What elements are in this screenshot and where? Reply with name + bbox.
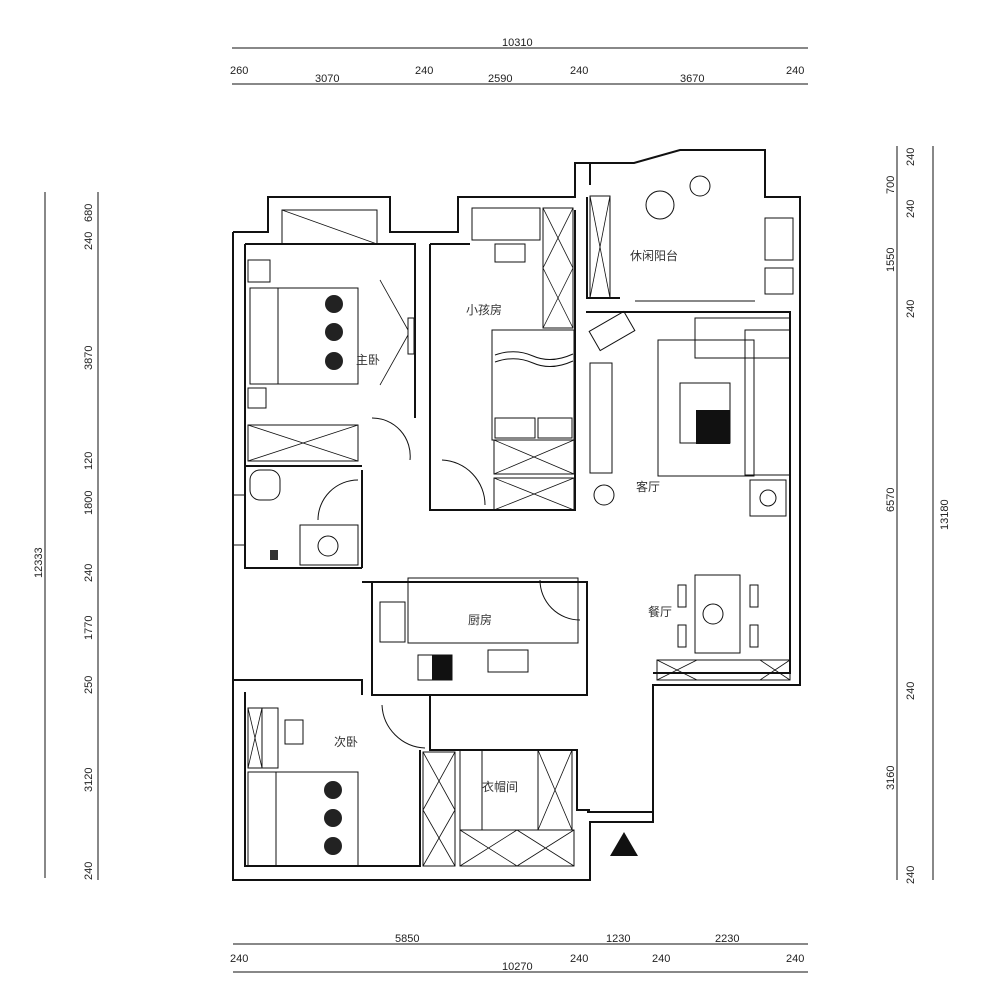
dim-right-seg: 240 [905,200,917,218]
dim-top-seg: 2590 [488,73,512,85]
dim-left-seg: 240 [83,564,95,582]
dim-left-seg: 3120 [83,768,95,792]
top-dimensions: 10310 260 3070 240 2590 240 3670 240 [230,37,808,85]
dim-bottom-seg: 2230 [715,933,739,945]
dim-right-seg: 240 [905,866,917,884]
dim-left-seg: 250 [83,676,95,694]
dim-top-seg: 260 [230,65,248,77]
dim-bottom-wall: 240 [652,953,670,965]
second-bedroom-furniture [247,704,638,867]
dim-bottom-wall: 240 [230,953,248,965]
room-label-leisure-balcony: 休闲阳台 [630,248,678,263]
dim-left-seg: 680 [83,204,95,222]
dim-top-seg: 3070 [315,73,339,85]
dim-bottom-seg: 5850 [395,933,419,945]
dim-left-total: 12333 [33,547,45,578]
dim-right-seg: 700 [885,176,897,194]
dim-bottom-seg: 1230 [606,933,630,945]
dim-top-seg: 240 [570,65,588,77]
room-label-kitchen: 厨房 [468,612,492,627]
dim-right-total: 13180 [939,499,951,530]
dim-right-seg: 240 [905,148,917,166]
dim-right-seg: 6570 [885,488,897,512]
room-label-master-bedroom: 主卧 [356,353,380,367]
dim-right-seg: 1550 [885,248,897,272]
bottom-dimensions: 5850 1230 2230 240 240 240 240 10270 [230,933,808,973]
bathroom-fixtures [232,417,411,566]
dining-furniture [656,574,791,681]
dim-left-seg: 240 [83,862,95,880]
dim-left-seg: 1770 [83,616,95,640]
living-room-furniture [588,310,791,517]
dim-top-seg: 3670 [680,73,704,85]
dim-left-seg: 240 [83,232,95,250]
dim-top-seg: 240 [786,65,804,77]
kids-room-furniture [441,207,575,511]
entrance-arrow-icon [610,832,638,856]
dim-left-seg: 120 [83,452,95,470]
kitchen-fixtures [379,577,581,681]
balcony-furniture [589,175,794,302]
dim-right-seg: 3160 [885,766,897,790]
dim-top-seg: 240 [415,65,433,77]
room-label-cloakroom: 衣帽间 [482,779,518,794]
room-label-dining-room: 餐厅 [648,604,672,619]
left-dimensions: 12333 240 680 3870 120 1800 240 1770 250… [33,192,99,880]
room-label-second-bedroom: 次卧 [334,735,358,749]
master-bedroom-furniture [247,209,415,462]
walls [232,149,801,881]
right-dimensions: 240 700 240 1550 240 6570 240 3160 240 1… [885,146,951,884]
dim-bottom-wall: 240 [570,953,588,965]
room-label-kids-room: 小孩房 [466,302,502,317]
dim-right-seg: 240 [905,682,917,700]
dim-left-seg: 3870 [83,346,95,370]
dim-top-total: 10310 [502,37,533,49]
dim-left-seg: 1800 [83,491,95,515]
dim-right-seg: 240 [905,300,917,318]
room-label-living-room: 客厅 [636,479,660,494]
dim-bottom-total: 10270 [502,961,533,973]
dim-bottom-wall: 240 [786,953,804,965]
